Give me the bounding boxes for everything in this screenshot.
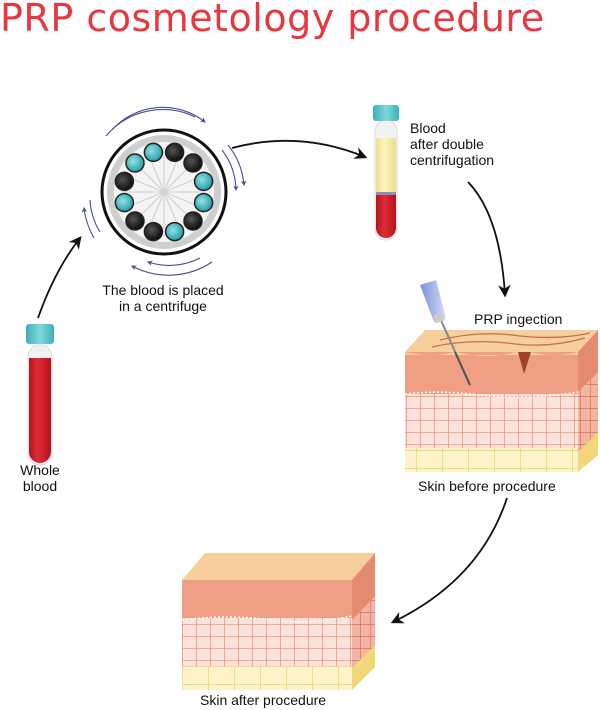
rotor-slot-empty — [143, 221, 164, 242]
tube-cap-icon — [26, 324, 54, 344]
label-centrifuge: The blood is placed in a centrifuge — [102, 282, 224, 314]
rotor-slot-empty — [125, 211, 145, 231]
arrow-tube-to-injection — [467, 181, 511, 298]
syringe-icon — [420, 280, 471, 386]
rotor-slot-empty — [183, 153, 203, 173]
arrow-centrifuge-to-tube — [231, 139, 368, 159]
separated-blood-tube — [373, 105, 399, 241]
skin-after-block — [181, 553, 375, 690]
page-title: PRP cosmetology procedure — [0, 0, 545, 40]
skin-before-block — [404, 330, 598, 472]
arrow-whole-to-centrifuge — [37, 236, 82, 319]
rotor-slot-empty — [164, 142, 185, 163]
label-skin-after: Skin after procedure — [200, 692, 327, 708]
label-skin-before: Skin before procedure — [418, 478, 556, 494]
rotor-slot-empty — [114, 171, 135, 192]
tube-cap-icon — [373, 105, 399, 121]
rotor-slot-filled — [125, 153, 145, 173]
rotor-slot-filled — [193, 192, 214, 213]
arrow-before-to-after — [390, 497, 508, 624]
label-injection: PRP ingection — [474, 311, 563, 327]
rotor-slot-filled — [193, 171, 214, 192]
whole-blood-tube — [26, 324, 54, 466]
rotor-slot-filled — [164, 221, 185, 242]
rotor-slot-filled — [143, 142, 164, 163]
label-separated-blood: Blood after double centrifugation — [410, 120, 495, 168]
rotor-slot-filled — [114, 192, 135, 213]
rotor-slot-empty — [183, 211, 203, 231]
centrifuge — [81, 106, 247, 276]
rotation-arrows-icon — [81, 106, 247, 276]
label-whole-blood: Whole blood — [20, 462, 60, 494]
